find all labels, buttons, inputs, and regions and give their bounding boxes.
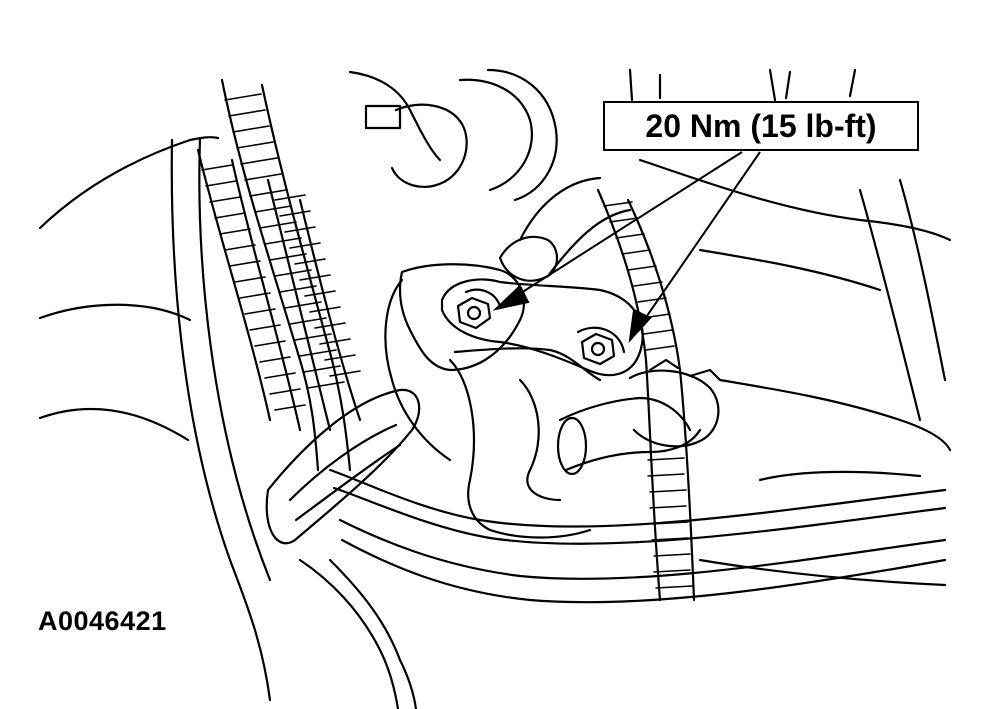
upper-bolt <box>364 104 402 130</box>
bolt-right <box>576 326 626 366</box>
leader-line-left <box>509 151 743 301</box>
elbow-hose <box>558 396 692 432</box>
right-corrugated-hose-2 <box>626 198 696 602</box>
body-panel-edge <box>170 138 272 702</box>
right-engine-edge <box>638 158 952 242</box>
elbow-hose-end <box>556 416 588 476</box>
pump-lower-body-2 <box>518 378 562 502</box>
torque-callout-label: 20 Nm (15 lb-ft) <box>645 107 877 144</box>
hose-clamp-inner-2 <box>294 443 402 522</box>
upper-hose-fitting <box>498 235 559 282</box>
arrowhead-left <box>492 284 530 311</box>
upper-pulley <box>390 103 468 188</box>
upper-pulley-edge <box>458 78 533 192</box>
body-panel-inner <box>38 303 192 322</box>
hose-clamp-bracket <box>265 388 421 545</box>
right-engine-edge-2 <box>698 248 882 292</box>
hose-clamp-tab <box>648 358 722 382</box>
right-engine-edge-4 <box>858 188 922 422</box>
lower-right-detail-2 <box>758 470 922 482</box>
right-hose-rings <box>603 201 693 589</box>
top-right-detail <box>628 68 857 102</box>
arrowhead-right <box>628 308 652 344</box>
mounting-bracket-edge <box>453 347 602 382</box>
upper-hose-2 <box>546 208 632 278</box>
pump-housing <box>399 263 525 372</box>
upper-bracket <box>348 70 442 162</box>
mounting-bracket <box>440 278 644 377</box>
leader-line-right <box>639 151 761 327</box>
elbow-hose-2 <box>564 428 702 472</box>
pump-housing-back <box>384 278 452 462</box>
body-panel-edge-2 <box>198 136 272 582</box>
bolt-left <box>456 288 502 330</box>
callout-leader-lines <box>492 151 761 344</box>
right-engine-edge-3 <box>718 378 952 452</box>
hose-clamp-inner <box>288 423 398 502</box>
hose-clamp-right <box>628 369 720 448</box>
upper-hose <box>518 176 602 242</box>
lower-right-detail <box>698 558 947 587</box>
body-panel-outline <box>38 136 220 230</box>
body-panel-lower <box>38 408 190 442</box>
rigid-lines <box>298 468 947 709</box>
upper-pulley-rim <box>486 68 558 202</box>
right-engine-edge-5 <box>898 178 947 382</box>
right-corrugated-hose <box>596 188 662 602</box>
hose-corrugation-rings <box>201 93 361 411</box>
torque-callout-box: 20 Nm (15 lb-ft) <box>603 101 919 151</box>
figure-id-label: A0046421 <box>38 606 167 636</box>
pump-lower-body <box>448 358 592 539</box>
